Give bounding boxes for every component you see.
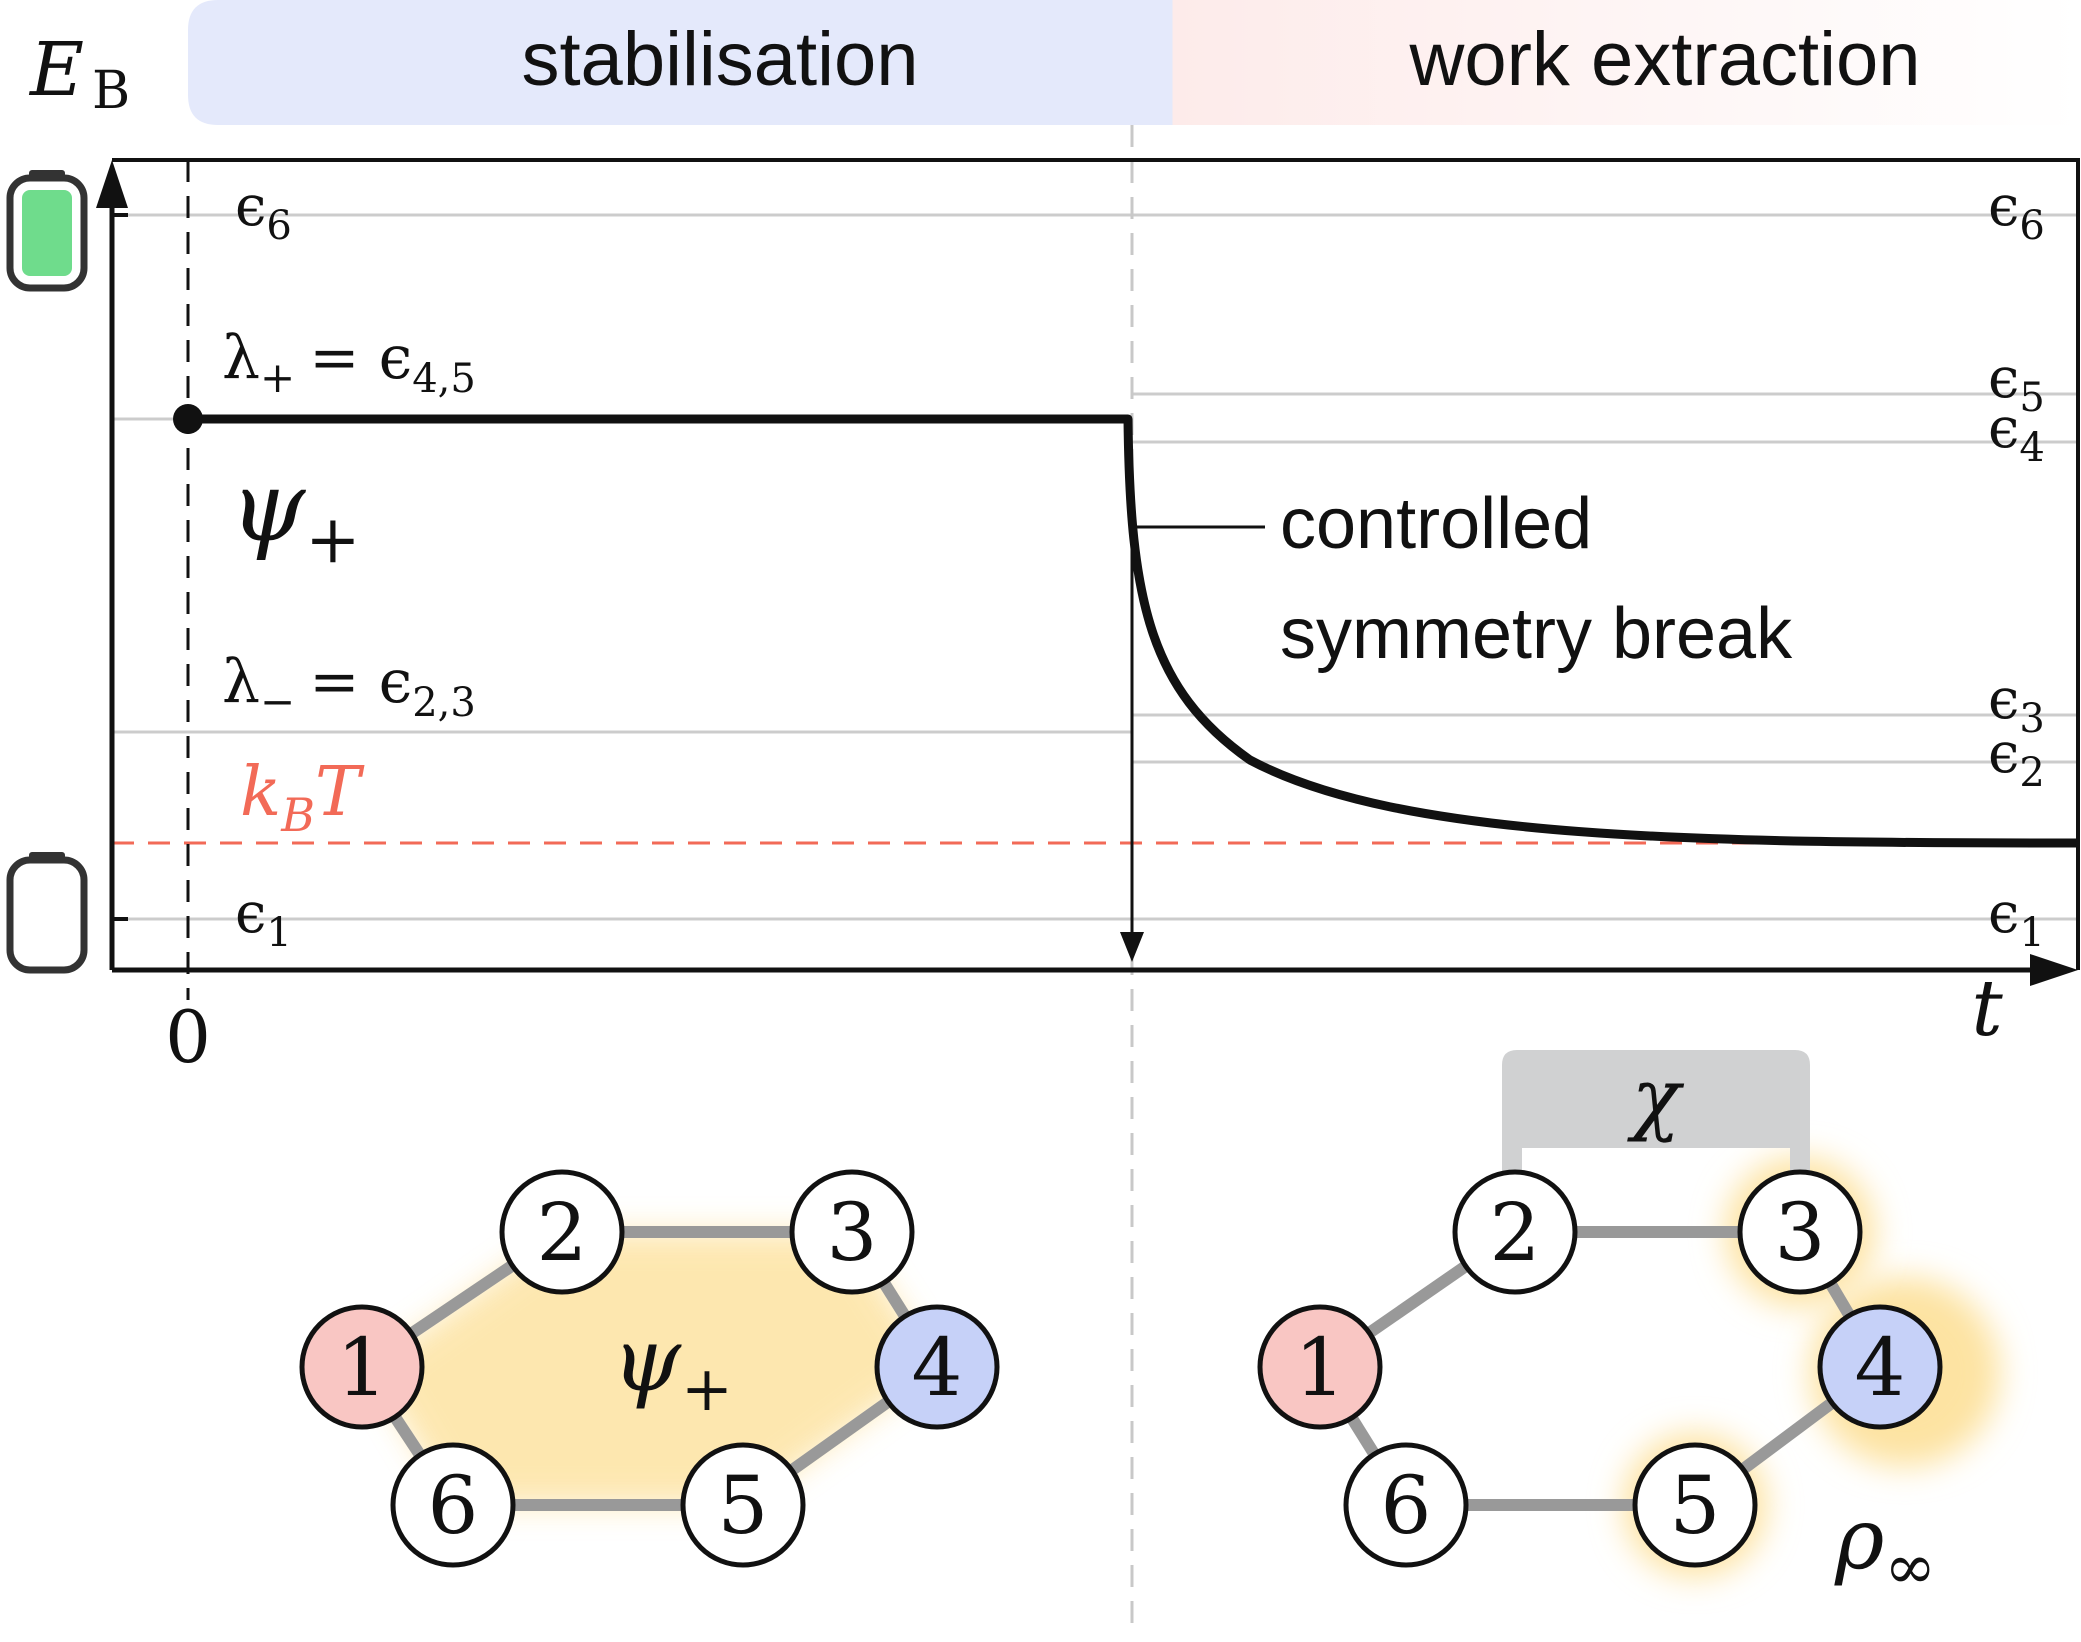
symmetry-break-annotation: controlled symmetry break bbox=[1120, 484, 1793, 962]
plot-frame bbox=[112, 158, 2080, 970]
left-site-3-label: 3 bbox=[827, 1186, 878, 1279]
phase-banner-background bbox=[188, 0, 2081, 125]
phase-banner: stabilisation work extraction bbox=[188, 0, 2081, 125]
right-site-5 bbox=[1632, 1442, 1758, 1568]
label-eps6-right: ϵ6 bbox=[1988, 174, 2045, 249]
left-level-labels: ϵ6 ϵ1 λ+= ϵ4,5 λ−= ϵ2,3 ψ+ kBT bbox=[222, 174, 476, 956]
initial-state-dot bbox=[173, 404, 203, 434]
y-axis-arrowhead bbox=[96, 160, 128, 208]
left-molecule-state-label: ψ+ bbox=[612, 1308, 733, 1425]
left-site-2-label: 2 bbox=[537, 1186, 588, 1279]
label-lambda-minus: λ−= ϵ2,3 bbox=[222, 647, 476, 726]
left-site-5 bbox=[680, 1442, 806, 1568]
left-molecule-site-labels: 1 2 3 4 5 6 bbox=[337, 1186, 963, 1552]
right-site-1-label: 1 bbox=[1295, 1321, 1346, 1414]
energy-trajectory bbox=[173, 404, 2079, 848]
right-site-3-label: 3 bbox=[1775, 1186, 1826, 1279]
left-site-6-label: 6 bbox=[428, 1459, 479, 1552]
coupling-bracket: χ bbox=[1502, 1050, 1810, 1232]
annotation-line2: symmetry break bbox=[1280, 594, 1793, 674]
battery-empty-icon bbox=[6, 852, 88, 974]
annotation-line1: controlled bbox=[1280, 484, 1592, 564]
right-site-3 bbox=[1737, 1169, 1863, 1295]
label-eps1-left: ϵ1 bbox=[235, 881, 292, 956]
right-molecule: χ 1 2 3 4 5 6 ρ∞ bbox=[1197, 1050, 2020, 1603]
label-eps1-right: ϵ1 bbox=[1988, 881, 2045, 956]
left-site-4-label: 4 bbox=[912, 1321, 963, 1414]
left-molecule-sites bbox=[299, 1169, 1000, 1568]
label-eps6-left: ϵ6 bbox=[235, 174, 292, 249]
right-molecule-sites bbox=[1257, 1169, 1943, 1568]
right-site-4 bbox=[1817, 1304, 1943, 1430]
left-site-6 bbox=[390, 1442, 516, 1568]
left-molecule: 1 2 3 4 5 6 ψ+ bbox=[237, 1169, 1072, 1568]
x-axis-arrowhead bbox=[2030, 954, 2078, 986]
y-axis-label: E B bbox=[28, 27, 130, 121]
right-site-6 bbox=[1343, 1442, 1469, 1568]
y-axis-label-sub: B bbox=[92, 61, 130, 121]
coupling-bracket-shape bbox=[1502, 1050, 1810, 1232]
left-site-3 bbox=[789, 1169, 915, 1295]
right-site-5-label: 5 bbox=[1670, 1459, 1721, 1552]
left-site-1 bbox=[299, 1304, 425, 1430]
right-molecule-site-labels: 1 2 3 4 5 6 bbox=[1295, 1186, 1906, 1552]
right-site-4-label: 4 bbox=[1855, 1321, 1906, 1414]
label-lambda-plus: λ+= ϵ4,5 bbox=[222, 323, 476, 402]
x-origin-label: 0 bbox=[165, 995, 211, 1079]
stabilisation-label: stabilisation bbox=[521, 17, 918, 102]
y-axis-label-main: E bbox=[28, 27, 84, 113]
right-site-2 bbox=[1452, 1169, 1578, 1295]
battery-full-icon bbox=[6, 170, 88, 292]
annotation-arrowhead bbox=[1120, 932, 1144, 962]
coupling-label-chi: χ bbox=[1627, 1051, 1685, 1144]
label-eps4-right: ϵ4 bbox=[1988, 396, 2045, 471]
label-eps3-right: ϵ3 bbox=[1988, 667, 2045, 742]
left-site-1-label: 1 bbox=[337, 1321, 388, 1414]
label-eps5-right: ϵ5 bbox=[1988, 346, 2045, 421]
left-site-4 bbox=[874, 1304, 1000, 1430]
right-site-1 bbox=[1257, 1304, 1383, 1430]
energy-levels bbox=[112, 213, 2078, 921]
axes: 0 t bbox=[96, 160, 2078, 1079]
left-site-2 bbox=[499, 1169, 625, 1295]
right-site-2-label: 2 bbox=[1490, 1186, 1541, 1279]
left-molecule-glow bbox=[370, 1232, 937, 1505]
right-level-labels: ϵ6 ϵ5 ϵ4 ϵ3 ϵ2 ϵ1 bbox=[1988, 174, 2045, 956]
label-eps2-right: ϵ2 bbox=[1988, 721, 2045, 796]
left-site-5-label: 5 bbox=[718, 1459, 769, 1552]
x-axis-label: t bbox=[1971, 964, 2003, 1054]
energy-curve bbox=[188, 414, 2079, 848]
right-molecule-state-label: ρ∞ bbox=[1834, 1490, 1936, 1603]
work-extraction-label: work extraction bbox=[1408, 17, 1920, 102]
label-kbt: kBT bbox=[240, 753, 365, 842]
right-site-6-label: 6 bbox=[1381, 1459, 1432, 1552]
label-psi-plus: ψ+ bbox=[230, 451, 361, 578]
